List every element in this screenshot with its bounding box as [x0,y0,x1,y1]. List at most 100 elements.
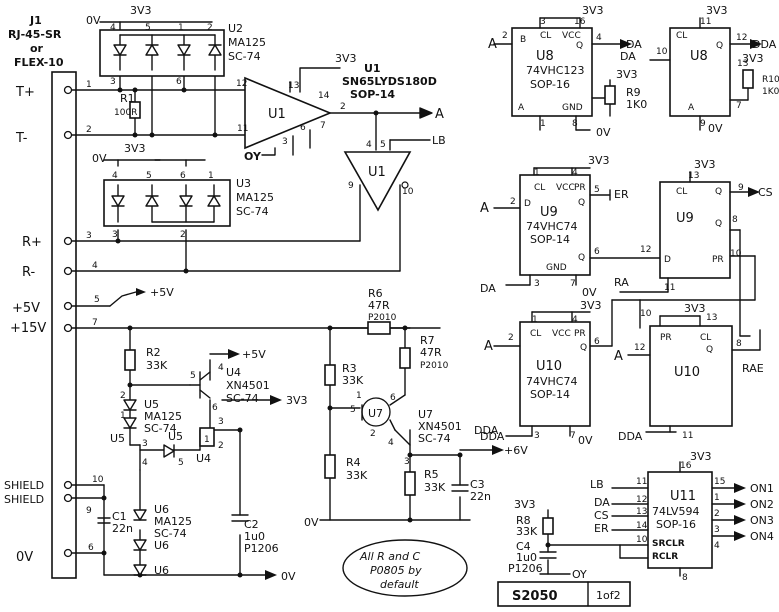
c3-ref: C3 [470,478,485,491]
j1-pin-7: 7 [92,318,98,328]
capacitor-c4: C4 1u0 P1206 [508,540,557,575]
u2-pkg: SC-74 [228,50,261,63]
resistor-r8: R8 33K [516,514,554,538]
note-line-3: default [380,578,419,591]
r8-ref: R8 [516,514,531,527]
r1-ref: R1 [120,92,135,105]
u2-pin-2: 2 [207,23,213,33]
input-junctions [101,87,218,556]
u9-pin-12: 12 [640,245,651,255]
u1-gnd-net: OY [244,150,262,163]
u3-gnd-net: 0V [92,152,107,165]
u1-receiver: U1 4 5 9 10 [343,140,414,212]
u9b-cl: CL [676,187,687,197]
u5-label-b: U5 [168,430,183,443]
c1-ref: C1 [112,510,127,523]
u8b-ref: U8 [690,49,708,64]
u8-q: Q [576,41,583,51]
u6-ref: U6 [154,503,169,516]
u5-pin-5: 5 [178,458,184,468]
u8-vcc: VCC [562,31,581,41]
u1-pin-7: 7 [320,121,326,131]
net-dda-mid: DDA [474,424,499,437]
u11-pin-13: 13 [636,507,647,517]
u1-pin-10: 10 [402,187,414,197]
u11-output-on4: ON4 [750,530,774,543]
u10-input-dda: DDA [480,430,505,443]
u3-part: MA125 [236,191,274,204]
net-0v-mid: 0V [304,516,319,529]
u11-gnd-net: OY [572,568,587,581]
u5-ref: U5 [144,398,159,411]
u7-pin-2: 2 [370,429,376,439]
u3-diode-array: 4 5 6 1 2 3 U3 MA125 SC-74 [103,171,274,240]
u9-input-da: DA [480,282,496,295]
u10-wiring [493,299,641,437]
u1-body-label: U1 [268,107,286,122]
u1-pkg: SOP-14 [350,88,395,101]
r8-3v3-net: 3V3 [514,498,536,511]
u7-body: U7 [368,407,383,420]
u9-pin-10: 10 [730,249,742,259]
r3-ref: R3 [342,362,357,375]
j1-pin-2: 2 [86,125,92,135]
u11-part: 74LV594 [652,505,699,518]
c4-ref: C4 [516,540,531,553]
u7-ref: U7 [418,408,433,421]
u9-input-a: A [480,201,489,216]
u11-pin-15: 15 [714,477,725,487]
r6-pkg: P2010 [368,313,397,323]
u1-pin-13: 13 [288,81,299,91]
u11-3v3-net: 3V3 [690,450,712,463]
u4-pkg: SC-74 [226,392,259,405]
u11-output-on1: ON1 [750,482,774,495]
resistor-r5: R5 33K [404,468,446,496]
u10-ref: U10 [536,359,562,374]
u8-pin-13: 13 [737,59,748,69]
u4-pin-4: 4 [218,363,224,373]
u11-pin-14: 14 [636,521,648,531]
u1-pin-9: 9 [348,181,354,191]
u8b-3v3-net: 3V3 [706,4,728,17]
r2-value: 33K [146,359,168,372]
u10-pin-2: 2 [508,333,514,343]
u9-pin-11: 11 [664,283,675,293]
j1-pin-9: 9 [86,506,92,516]
u9-pin-2: 2 [510,197,516,207]
u10-vcc: VCC [552,329,571,339]
u4-pin-3: 3 [218,417,224,427]
u11-rclr: RCLR [652,552,678,562]
u8-pin-b: B [520,35,526,45]
u9-pin-1: 1 [534,168,540,178]
u11-srclr: SRCLR [652,539,685,549]
u10-input-a: A [484,339,493,354]
u7-pin-6: 6 [390,393,396,403]
j1-pin-10: 10 [92,475,104,485]
u11-pin-4: 4 [714,541,720,551]
u11-output-on2: ON2 [750,498,774,511]
u9b-output-cs: CS [758,186,773,199]
u7-pkg: SC-74 [418,432,451,445]
r9-value: 1K0 [626,98,647,111]
u9-pin-3: 3 [534,279,540,289]
u8-abar: A [518,103,525,113]
u7-pin-5: 5 [350,405,356,415]
r4-ref: R4 [346,456,361,469]
net-lb-output: LB [432,134,446,147]
u11-output-on3: ON3 [750,514,774,527]
u2-diode-array: 4 5 3 6 1 2 U2 MA125 SC-74 [99,22,266,87]
j1-label-0v: 0V [16,550,33,565]
u2-pin-6: 6 [176,77,182,87]
u9-ref: U9 [540,205,558,220]
u10-pin-3: 3 [534,431,540,441]
r9-ref: R9 [626,86,641,99]
u1-pin-6: 6 [300,123,306,133]
u10-3v3-net: 3V3 [580,299,602,312]
u7-pin-1: 1 [356,391,362,401]
j1-alt: FLEX-10 [14,56,64,69]
u4-pin-2: 2 [218,441,224,451]
j1-or: or [30,42,44,55]
u1-pin-5: 5 [380,140,386,150]
u11-pin-16: 16 [680,461,692,471]
r3-value: 33K [342,374,364,387]
